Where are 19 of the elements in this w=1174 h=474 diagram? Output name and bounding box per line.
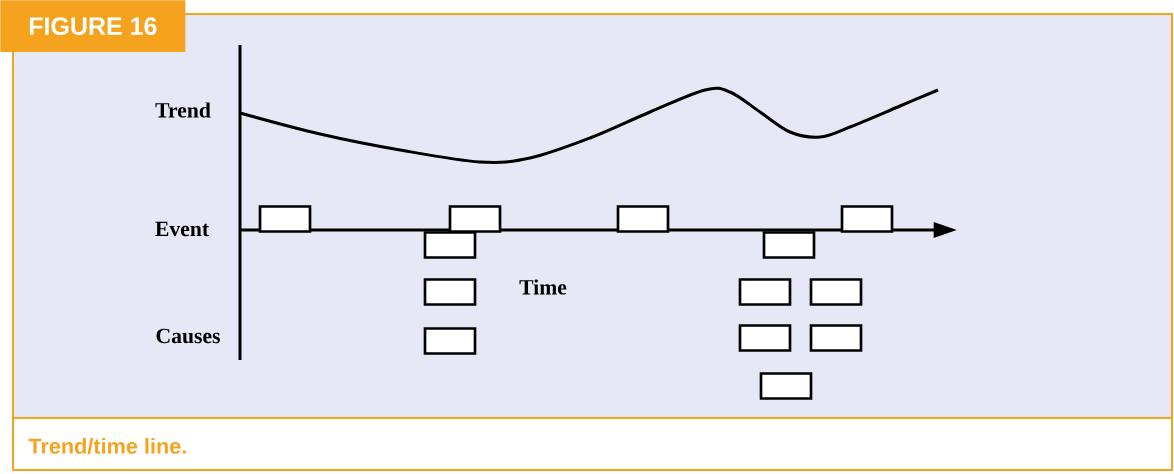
figure-tab: FIGURE 16 — [0, 0, 186, 52]
event-box — [759, 372, 813, 400]
axis-label: Causes — [156, 328, 220, 344]
axis-label: Time — [519, 279, 567, 295]
event-box — [809, 278, 863, 306]
event-box — [762, 231, 816, 259]
axis-label: Event — [155, 221, 209, 237]
axis-label: Trend — [155, 102, 211, 118]
event-box — [738, 278, 792, 306]
event-box — [258, 205, 312, 233]
event-box — [448, 205, 502, 233]
caption: Trend/time line. — [28, 437, 186, 455]
event-box — [423, 231, 477, 259]
event-box — [423, 327, 477, 355]
event-box — [809, 324, 863, 352]
event-box — [616, 205, 670, 233]
event-box — [423, 278, 477, 306]
event-box — [840, 205, 894, 233]
event-box — [738, 324, 792, 352]
